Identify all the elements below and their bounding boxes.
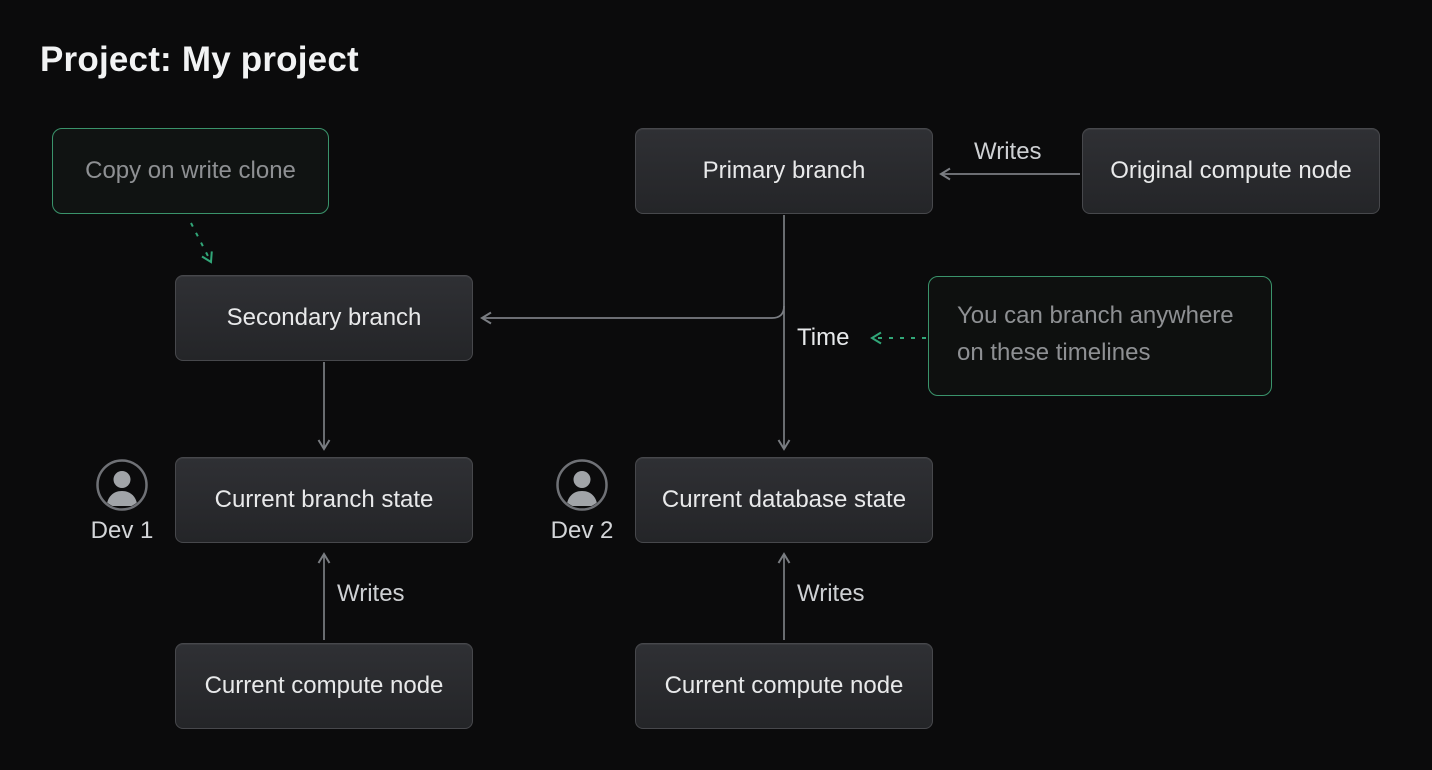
dev1-group: Dev 1 [90, 459, 154, 545]
person-icon [96, 459, 148, 511]
person-icon [556, 459, 608, 511]
page-title: Project: My project [40, 40, 359, 79]
time-label: Time [797, 324, 850, 351]
node-current-branch-state: Current branch state [175, 457, 473, 543]
writes-label-left: Writes [337, 580, 405, 607]
node-secondary-branch: Secondary branch [175, 275, 473, 361]
dev1-label: Dev 1 [90, 517, 154, 544]
writes-label-right: Writes [797, 580, 865, 607]
note-line-2: on these timelines [957, 339, 1151, 366]
node-label: Original compute node [1110, 157, 1352, 184]
writes-label-top: Writes [974, 138, 1042, 165]
node-label: Current compute node [204, 672, 444, 699]
node-label: Current database state [661, 486, 907, 513]
clone-dashed-arrow [190, 222, 213, 264]
dev2-label: Dev 2 [550, 517, 614, 544]
note-line-1: You can branch anywhere [957, 302, 1234, 329]
node-label: Primary branch [702, 157, 866, 184]
dev2-group: Dev 2 [550, 459, 614, 545]
node-primary-branch: Primary branch [635, 128, 933, 214]
node-original-compute-node: Original compute node [1082, 128, 1380, 214]
node-label: Current compute node [664, 672, 904, 699]
node-current-database-state: Current database state [635, 457, 933, 543]
node-current-compute-node-left: Current compute node [175, 643, 473, 729]
node-label: Current branch state [214, 486, 434, 513]
node-copy-on-write-clone: Copy on write clone [52, 128, 329, 214]
node-label: Secondary branch [226, 304, 422, 331]
node-label: Copy on write clone [85, 157, 296, 184]
branch-anywhere-note: You can branch anywhere on these timelin… [928, 276, 1272, 396]
branch-elbow-arrow [480, 305, 785, 325]
node-current-compute-node-right: Current compute node [635, 643, 933, 729]
